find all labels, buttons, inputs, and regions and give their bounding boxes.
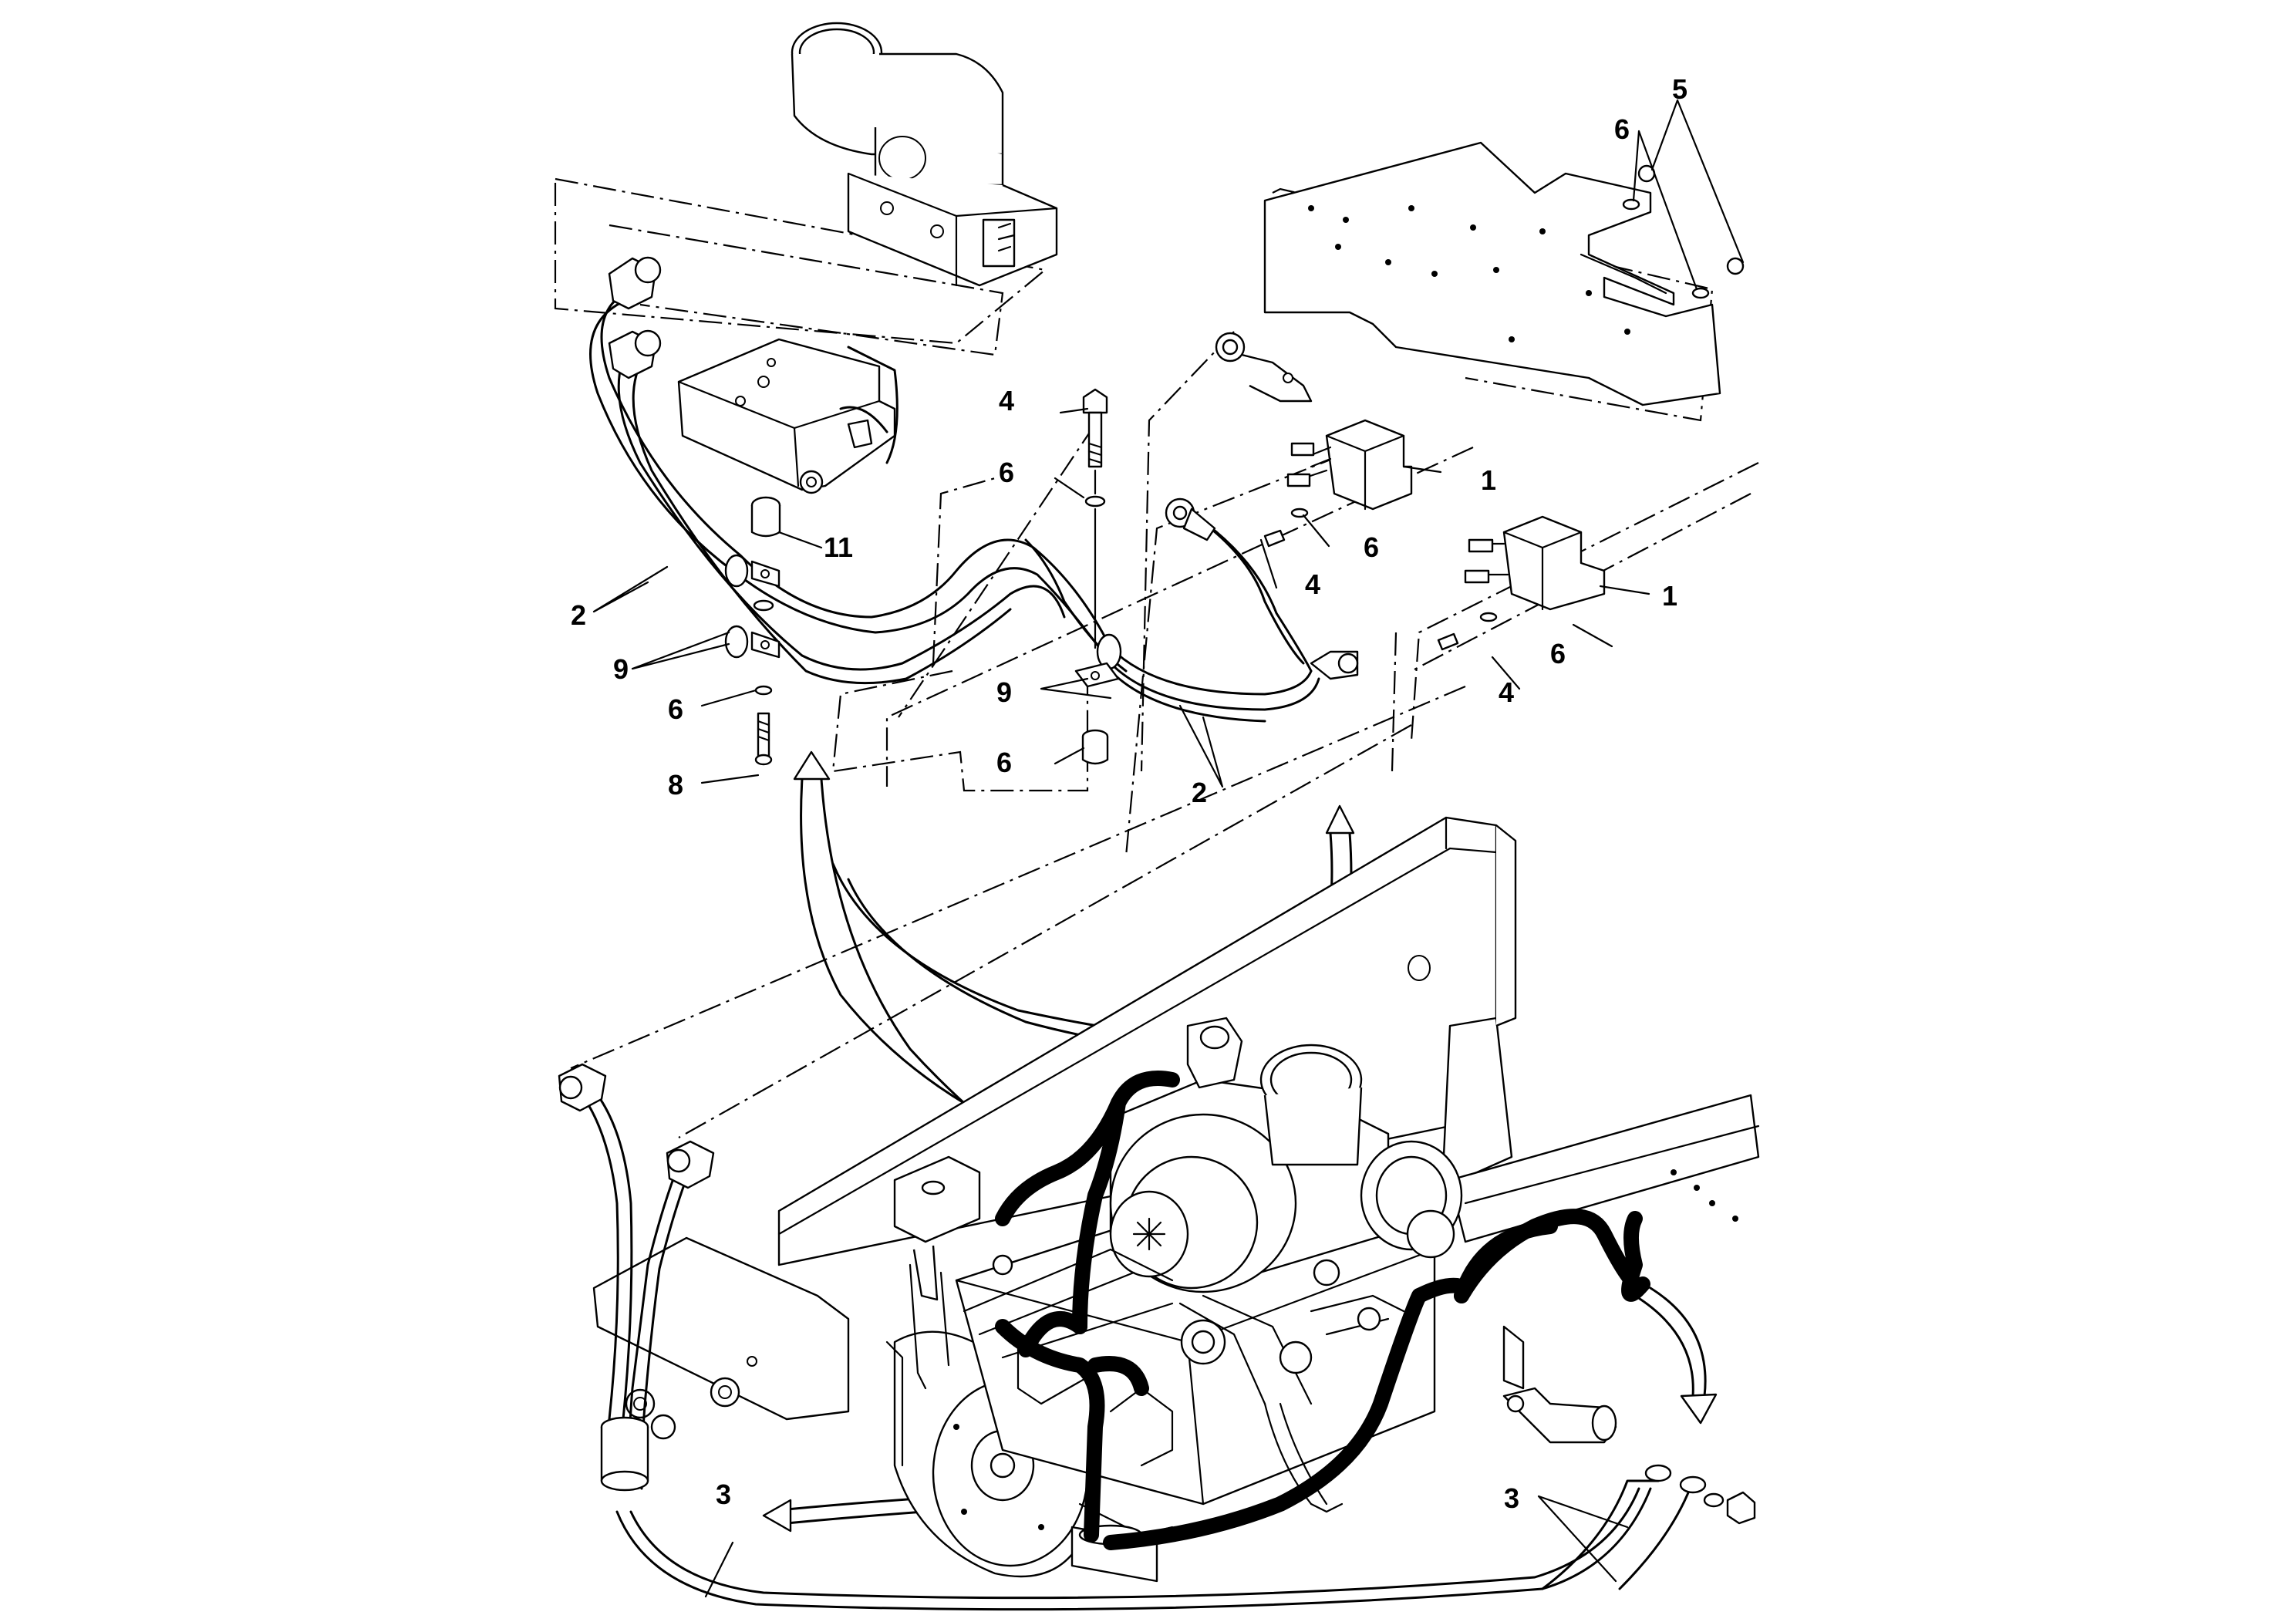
relay-1-lower — [1464, 515, 1606, 611]
air-duct-elbow — [791, 22, 1058, 287]
clamp-9-middle — [1074, 633, 1122, 688]
callout-6-washer-left: 6 — [668, 693, 683, 725]
callout-6-relay-upper: 6 — [1364, 531, 1379, 563]
callout-2-left: 2 — [571, 599, 586, 631]
callout-1-lower: 1 — [1662, 580, 1677, 612]
relay-1-upper — [1286, 419, 1413, 511]
callout-11: 11 — [824, 531, 853, 563]
grommet-6-middle — [1081, 729, 1109, 765]
callout-4-screw-upper: 4 — [1305, 568, 1320, 600]
callout-4-bolt: 4 — [999, 385, 1014, 416]
callout-3-right: 3 — [1504, 1482, 1519, 1514]
callout-6-bolt-washer: 6 — [999, 457, 1014, 488]
callout-6-relay-lower: 6 — [1550, 638, 1566, 669]
callout-8: 8 — [668, 769, 683, 801]
callout-1-upper: 1 — [1481, 464, 1496, 496]
leader-lines — [592, 99, 1745, 1598]
callout-6-plate: 6 — [1614, 113, 1630, 145]
callout-6-grommet: 6 — [996, 747, 1012, 778]
callout-3-left: 3 — [716, 1479, 731, 1510]
callout-labels: 1 1 2 2 3 3 4 4 4 5 6 6 6 6 6 6 8 9 9 11 — [571, 73, 1687, 1514]
callout-5: 5 — [1672, 73, 1687, 105]
engine-wiring-harness — [995, 1071, 1650, 1550]
callout-2-right: 2 — [1192, 777, 1207, 808]
clamp-9-left — [724, 554, 781, 659]
callout-4-screw-lower: 4 — [1499, 676, 1514, 708]
callout-9-left: 9 — [613, 653, 629, 685]
callout-9-middle: 9 — [996, 676, 1012, 708]
bolt-4-vertical — [1082, 388, 1108, 649]
mounting-plate — [1215, 141, 1721, 406]
washer-6-bottom-left — [754, 685, 773, 696]
grommet-11 — [750, 496, 781, 538]
clamp-block — [677, 338, 899, 494]
bolt-8 — [754, 712, 773, 766]
cable-harness-lower — [558, 1063, 1756, 1611]
cable-harness-upper — [589, 256, 1359, 723]
